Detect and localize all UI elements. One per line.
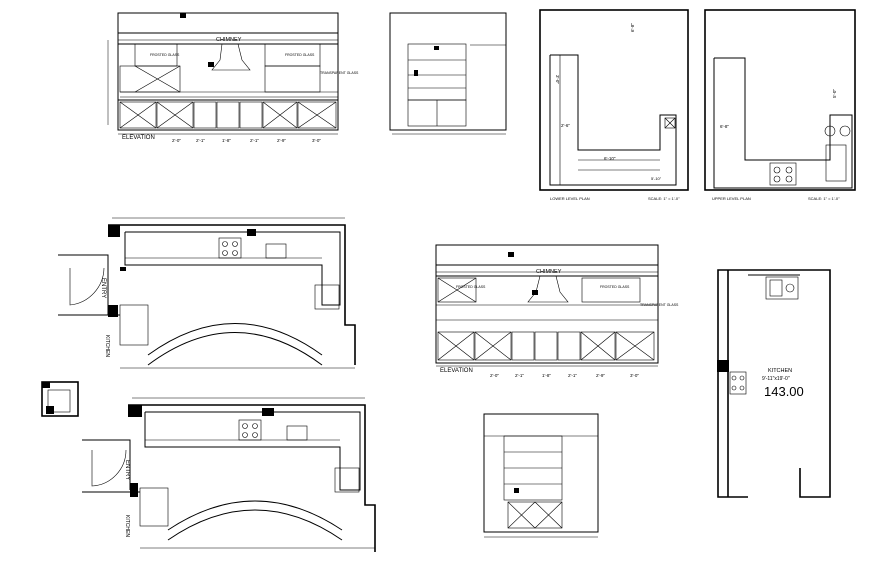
dimension-label: 2'-9" <box>596 373 605 378</box>
kitchen-label: KITCHEN <box>124 515 130 537</box>
frosted-glass-label: FROSTED GLASS <box>456 285 486 289</box>
floor-plan-bottom: ENTRY KITCHEN <box>82 397 376 552</box>
frosted-glass-label: FROSTED GLASS <box>600 285 630 289</box>
chimney-label: CHIMNEY <box>216 37 242 43</box>
plan-caption: LOWER LEVEL PLAN <box>550 196 590 201</box>
dimension-label: 1'-8" <box>222 138 231 143</box>
detail-small <box>41 381 79 417</box>
dimension-label: 2'-1" <box>250 138 259 143</box>
dimension-label: 6'-10" <box>604 156 616 161</box>
transparent-glass-label: TRANSPARENT GLASS <box>320 71 359 75</box>
entry-label: ENTRY <box>100 278 106 298</box>
side-elevation-bottom <box>483 413 599 538</box>
dimension-label: 2'-1" <box>196 138 205 143</box>
scale-label: SCALE: 1" = 1'-0" <box>648 196 680 201</box>
elevation-title: ELEVATION <box>440 368 473 374</box>
dimension-label: 2'-0" <box>172 138 181 143</box>
elevation-mid: CHIMNEY FROSTED GLASS FROSTED GLASS TRAN… <box>435 244 679 378</box>
kitchen-area-label: 143.00 <box>764 384 804 399</box>
dimension-label: 3'-0" <box>312 138 321 143</box>
elevation-dimension-row: 2'-0" 2'-1" 1'-8" 2'-1" 2'-9" 3'-0" <box>490 373 639 378</box>
dimension-label: 2'-9" <box>277 138 286 143</box>
frosted-glass-label: FROSTED GLASS <box>150 53 180 57</box>
dimension-label: 6'-8" <box>630 23 635 32</box>
dimension-label: 2'-0" <box>490 373 499 378</box>
dimension-label: 6'-8" <box>720 124 729 129</box>
dimension-label: 1'-8" <box>542 373 551 378</box>
elevation-dimension-row: 2'-0" 2'-1" 1'-8" 2'-1" 2'-9" 3'-0" <box>172 138 321 143</box>
elevation-title: ELEVATION <box>122 135 155 141</box>
kitchen-plan-right: KITCHEN 9'-11"x19'-0" 143.00 <box>717 269 831 498</box>
floor-plan-mid: ENTRY KITCHEN <box>58 217 356 369</box>
kitchen-label: KITCHEN <box>104 335 110 357</box>
dimension-label: 2'-6" <box>561 123 570 128</box>
dimension-label: 3'-0" <box>630 373 639 378</box>
scale-label: SCALE: 1" = 1'-0" <box>808 196 840 201</box>
side-elevation-top <box>389 12 507 135</box>
entry-label: ENTRY <box>124 460 130 480</box>
transparent-glass-label: TRANSPARENT GLASS <box>640 303 679 307</box>
dimension-label: 2'-1" <box>568 373 577 378</box>
lower-level-plan: 6'-8" 6'-10" 3'-0" 2'-6" 5'-10" LOWER LE… <box>539 9 689 201</box>
dimension-label: 5'-0" <box>832 89 837 98</box>
dimension-label: 3'-0" <box>555 75 560 84</box>
dimension-label: 5'-10" <box>651 176 662 181</box>
dimension-label: 2'-1" <box>515 373 524 378</box>
kitchen-size-label: 9'-11"x19'-0" <box>762 376 790 382</box>
elevation-top: CHIMNEY FROSTED GLASS FROSTED GLASS TRAN… <box>107 12 359 143</box>
plan-caption: UPPER LEVEL PLAN <box>712 196 751 201</box>
frosted-glass-label: FROSTED GLASS <box>285 53 315 57</box>
chimney-label: CHIMNEY <box>536 269 562 275</box>
upper-level-plan: 6'-8" 5'-0" UPPER LEVEL PLAN SCALE: 1" =… <box>704 9 856 201</box>
kitchen-label: KITCHEN <box>768 368 792 374</box>
